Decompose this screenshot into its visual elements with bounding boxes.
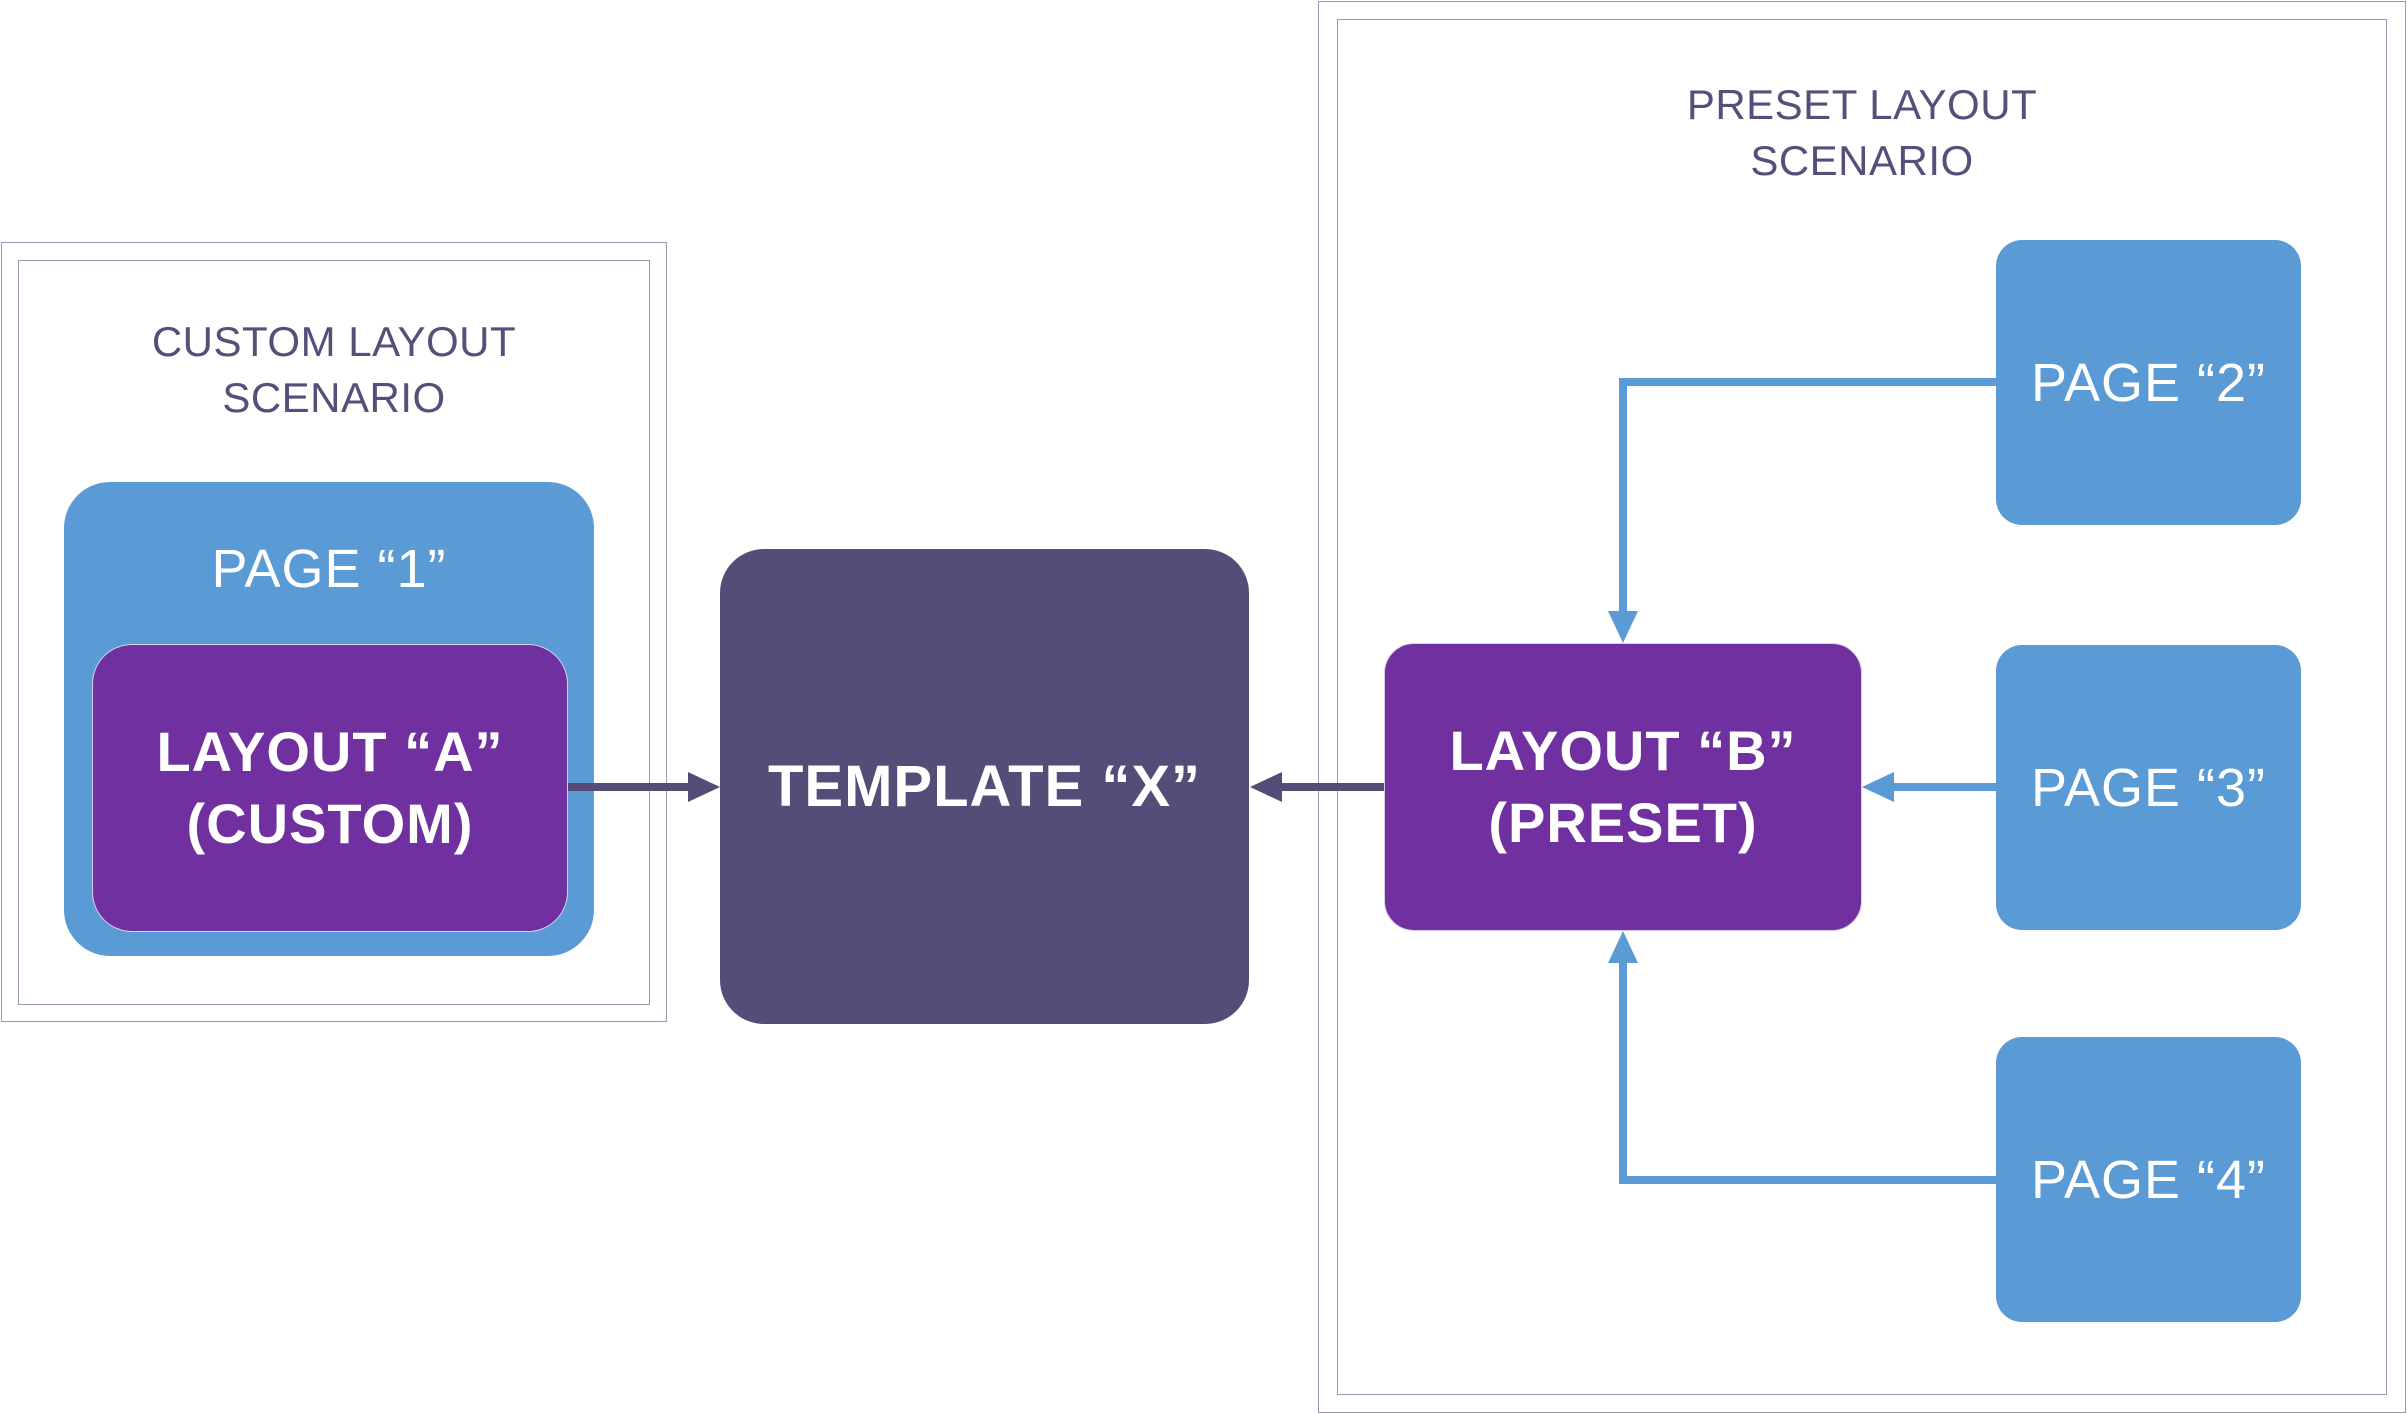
layout-b-label-line2: (PRESET) — [1488, 791, 1758, 854]
connector-page-2-to-layout-b — [1619, 378, 1996, 612]
preset-scenario-label-line2: SCENARIO — [1750, 137, 1974, 184]
template-x-label: TEMPLATE “X” — [767, 754, 1202, 819]
arrowhead-template-from-a — [688, 772, 720, 802]
page-3-box: PAGE “3” — [1996, 645, 2301, 930]
arrowhead-template-from-b — [1250, 772, 1282, 802]
layout-b-label-line1: LAYOUT “B” — [1449, 719, 1797, 782]
custom-scenario-outer-frame — [1, 242, 667, 1022]
layout-a-label-line1: LAYOUT “A” — [156, 720, 504, 783]
preset-scenario-inner-frame — [1337, 19, 2387, 1395]
custom-scenario-label-line2: SCENARIO — [222, 374, 446, 421]
page-4-box: PAGE “4” — [1996, 1037, 2301, 1322]
preset-scenario-outer-frame — [1318, 1, 2406, 1413]
connector-page-4-to-layout-b — [1619, 962, 1996, 1184]
layout-a-label-line2: (CUSTOM) — [186, 792, 474, 855]
page-4-label: PAGE “4” — [2030, 1149, 2267, 1210]
arrowhead-layout-b-from-page-2 — [1608, 611, 1638, 643]
custom-scenario-label: CUSTOM LAYOUT SCENARIO — [18, 314, 650, 426]
arrowhead-layout-b-from-page-3 — [1862, 772, 1894, 802]
layout-b-box: LAYOUT “B” (PRESET) — [1384, 643, 1862, 931]
arrowhead-layout-b-from-page-4 — [1608, 931, 1638, 963]
page-1-label: PAGE “1” — [211, 539, 447, 599]
preset-scenario-label-line1: PRESET LAYOUT — [1686, 81, 2038, 128]
preset-scenario-label: PRESET LAYOUT SCENARIO — [1337, 77, 2387, 189]
page-2-label: PAGE “2” — [2030, 352, 2267, 413]
page-3-label: PAGE “3” — [2030, 757, 2267, 818]
template-x-box: TEMPLATE “X” — [720, 549, 1249, 1024]
layout-a-box: LAYOUT “A” (CUSTOM) — [92, 644, 568, 932]
custom-scenario-label-line1: CUSTOM LAYOUT — [151, 318, 517, 365]
page-2-box: PAGE “2” — [1996, 240, 2301, 525]
custom-scenario-inner-frame — [18, 260, 650, 1005]
